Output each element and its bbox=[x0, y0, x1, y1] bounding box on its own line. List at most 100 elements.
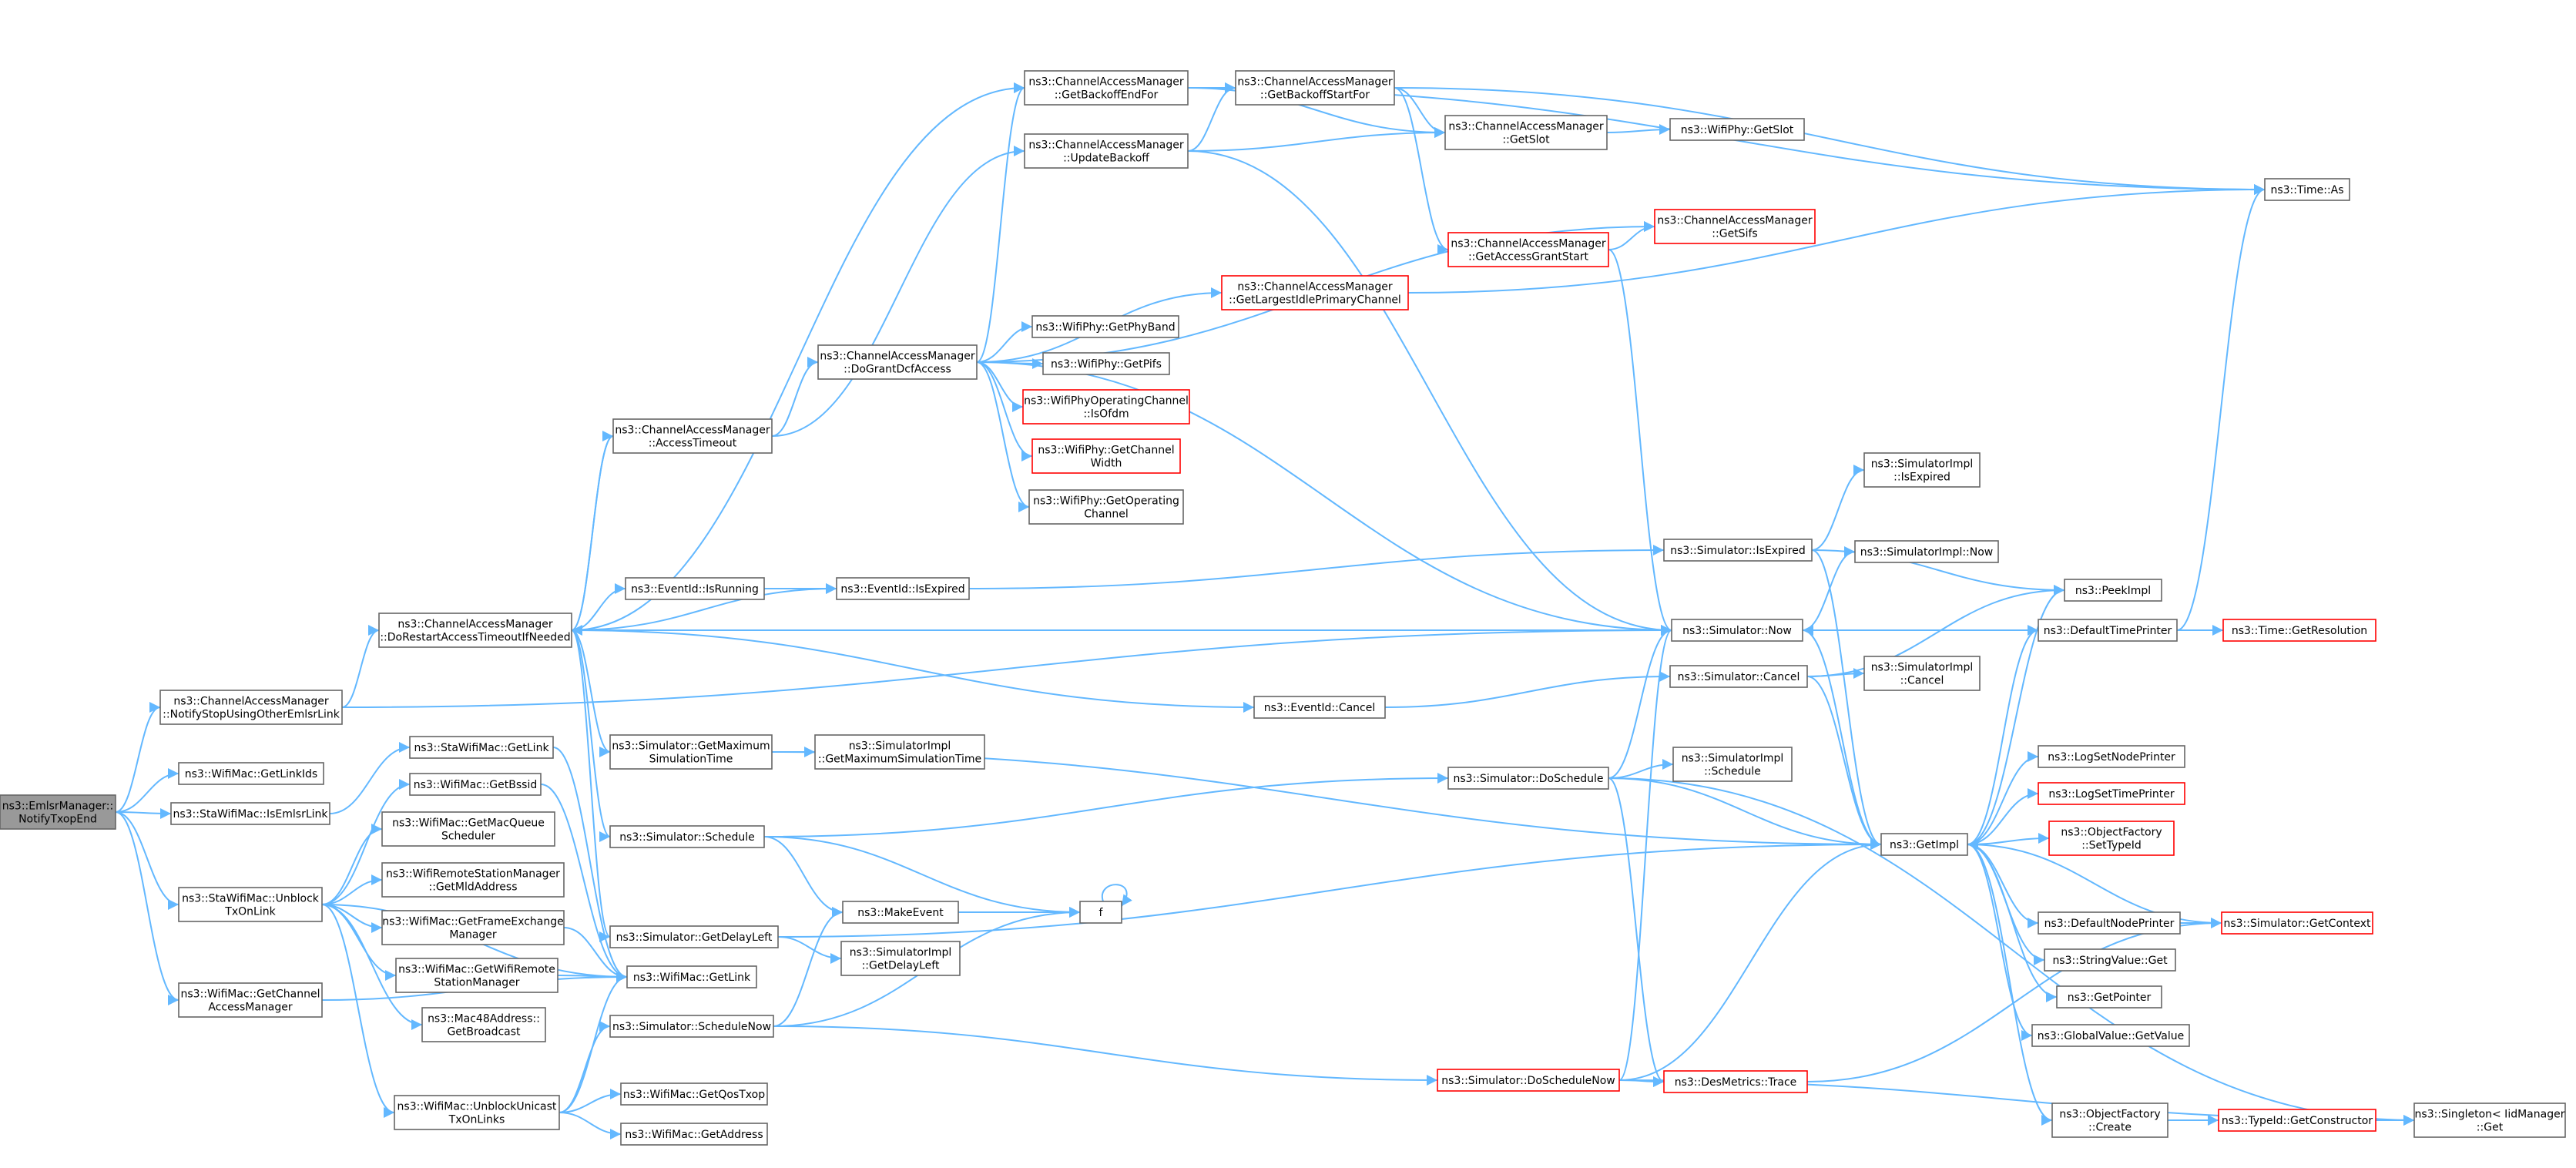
node-label-line: ns3::Simulator::Now bbox=[1682, 625, 1792, 637]
node-box bbox=[2064, 579, 2162, 602]
graph-node-getpointer[interactable]: ns3::GetPointer bbox=[2056, 985, 2162, 1009]
graph-node-getlargest[interactable]: ns3::ChannelAccessManager::GetLargestIdl… bbox=[1221, 275, 1409, 310]
graph-node-accesstimeout[interactable]: ns3::ChannelAccessManager::AccessTimeout bbox=[612, 418, 773, 454]
graph-node-getaddress[interactable]: ns3::WifiMac::GetAddress bbox=[620, 1123, 768, 1146]
node-label-line: GetBroadcast bbox=[447, 1026, 521, 1039]
call-edge bbox=[558, 1112, 622, 1139]
node-box bbox=[1235, 70, 1395, 106]
node-box bbox=[1031, 438, 1181, 474]
graph-node-now[interactable]: ns3::Simulator::Now bbox=[1671, 619, 1803, 642]
graph-node-impisexpired[interactable]: ns3::SimulatorImpl::IsExpired bbox=[1863, 452, 1981, 488]
graph-node-dorestart[interactable]: ns3::ChannelAccessManager::DoRestartAcce… bbox=[378, 613, 572, 648]
graph-node-singleton[interactable]: ns3::Singleton< IidManager::Get bbox=[2413, 1103, 2566, 1138]
graph-node-eventcancel[interactable]: ns3::EventId::Cancel bbox=[1253, 696, 1386, 719]
graph-node-doschedule[interactable]: ns3::Simulator::DoSchedule bbox=[1447, 767, 1609, 790]
graph-node-f[interactable]: f bbox=[1079, 901, 1122, 924]
graph-node-doschedulenow[interactable]: ns3::Simulator::DoScheduleNow bbox=[1437, 1069, 1620, 1092]
graph-node-stagetlink[interactable]: ns3::StaWifiMac::GetLink bbox=[409, 736, 554, 759]
call-edge bbox=[773, 907, 844, 1027]
node-label-line: ::UpdateBackoff bbox=[1063, 153, 1149, 165]
graph-node-wifiphygetslot[interactable]: ns3::WifiPhy::GetSlot bbox=[1669, 118, 1805, 141]
graph-node-impschedule[interactable]: ns3::SimulatorImpl::Schedule bbox=[1672, 747, 1793, 782]
edge-layer bbox=[115, 82, 2415, 1139]
graph-node-getdelayleft[interactable]: ns3::Simulator::GetDelayLeft bbox=[609, 925, 779, 948]
graph-node-getcontext[interactable]: ns3::Simulator::GetContext bbox=[2221, 911, 2373, 935]
graph-node-simisexpired[interactable]: ns3::Simulator::IsExpired bbox=[1663, 539, 1813, 562]
graph-node-isrunning[interactable]: ns3::EventId::IsRunning bbox=[625, 577, 765, 600]
call-edge bbox=[976, 361, 1024, 412]
node-box bbox=[1671, 619, 1803, 642]
call-edge bbox=[341, 625, 380, 708]
graph-node-getmaxsim[interactable]: ns3::Simulator::GetMaximumSimulationTime bbox=[609, 734, 773, 770]
node-label-line: ns3::Time::As bbox=[2270, 184, 2343, 196]
graph-node-getslot[interactable]: ns3::ChannelAccessManager::GetSlot bbox=[1444, 115, 1608, 150]
node-label-line: ns3::ChannelAccessManager bbox=[820, 351, 975, 363]
graph-node-getlinkids[interactable]: ns3::WifiMac::GetLinkIds bbox=[178, 762, 324, 785]
graph-node-getwifiremote[interactable]: ns3::WifiMac::GetWifiRemoteStationManage… bbox=[395, 958, 558, 993]
node-box bbox=[2051, 1103, 2168, 1138]
graph-node-defaultnode[interactable]: ns3::DefaultNodePrinter bbox=[2038, 911, 2181, 935]
node-box bbox=[2413, 1103, 2566, 1138]
node-label-line: ns3::SimulatorImpl bbox=[1871, 458, 1974, 471]
graph-node-simcancel[interactable]: ns3::Simulator::Cancel bbox=[1669, 665, 1808, 688]
graph-node-notifystop[interactable]: ns3::ChannelAccessManager::NotifyStopUsi… bbox=[159, 690, 343, 725]
graph-node-isofdm[interactable]: ns3::WifiPhyOperatingChannel::IsOfdm bbox=[1022, 389, 1190, 425]
graph-node-getphyband[interactable]: ns3::WifiPhy::GetPhyBand bbox=[1031, 315, 1179, 338]
node-label-line: ns3::WifiPhy::GetSlot bbox=[1681, 124, 1794, 136]
graph-node-impgetdelay[interactable]: ns3::SimulatorImpl::GetDelayLeft bbox=[840, 941, 961, 976]
graph-node-getmld[interactable]: ns3::WifiRemoteStationManager::GetMldAdd… bbox=[381, 862, 565, 898]
graph-node-stringget[interactable]: ns3::StringValue::Get bbox=[2044, 948, 2176, 972]
graph-node-getresolution[interactable]: ns3::Time::GetResolution bbox=[2222, 619, 2376, 642]
graph-node-impcancel[interactable]: ns3::SimulatorImpl::Cancel bbox=[1863, 656, 1981, 691]
graph-node-updatebackoff[interactable]: ns3::ChannelAccessManager::UpdateBackoff bbox=[1024, 133, 1189, 169]
graph-node-defaulttime[interactable]: ns3::DefaultTimePrinter bbox=[2038, 619, 2178, 642]
graph-node-getconstructor[interactable]: ns3::TypeId::GetConstructor bbox=[2218, 1109, 2376, 1132]
graph-node-logsettime[interactable]: ns3::LogSetTimePrinter bbox=[2038, 782, 2185, 805]
call-edge bbox=[571, 583, 837, 631]
graph-node-makeevent[interactable]: ns3::MakeEvent bbox=[842, 901, 959, 924]
graph-node-getimpl[interactable]: ns3::GetImpl bbox=[1880, 833, 1968, 856]
graph-node-getqostxop[interactable]: ns3::WifiMac::GetQosTxop bbox=[620, 1082, 768, 1106]
graph-node-wmgetlink[interactable]: ns3::WifiMac::GetLink bbox=[626, 965, 757, 988]
graph-node-destrace[interactable]: ns3::DesMetrics::Trace bbox=[1663, 1070, 1808, 1093]
call-edge bbox=[1394, 87, 2266, 195]
node-label-line: ns3::Simulator::GetDelayLeft bbox=[616, 931, 773, 944]
node-label-line: ns3::StaWifiMac::GetLink bbox=[414, 742, 549, 754]
graph-node-logsetnode[interactable]: ns3::LogSetNodePrinter bbox=[2038, 745, 2185, 768]
graph-node-timeas[interactable]: ns3::Time::As bbox=[2264, 178, 2350, 201]
graph-node-eventisexpired[interactable]: ns3::EventId::IsExpired bbox=[836, 577, 970, 600]
node-label-line: ns3::Simulator::GetMaximum bbox=[612, 740, 770, 753]
graph-node-globalget[interactable]: ns3::GlobalValue::GetValue bbox=[2031, 1024, 2190, 1047]
node-label-line: ns3::WifiMac::GetBssid bbox=[414, 779, 537, 791]
node-label-line: ns3::GetPointer bbox=[2068, 992, 2152, 1004]
graph-node-getbackoffstart[interactable]: ns3::ChannelAccessManager::GetBackoffSta… bbox=[1235, 70, 1395, 106]
graph-node-schedule[interactable]: ns3::Simulator::Schedule bbox=[609, 825, 765, 848]
graph-node-schedulenow[interactable]: ns3::Simulator::ScheduleNow bbox=[609, 1015, 774, 1038]
graph-node-ofsettypeid[interactable]: ns3::ObjectFactory::SetTypeId bbox=[2048, 821, 2175, 856]
graph-node-getsifs[interactable]: ns3::ChannelAccessManager::GetSifs bbox=[1654, 209, 1816, 244]
node-box bbox=[1079, 901, 1122, 924]
graph-node-impgetmaxsim[interactable]: ns3::SimulatorImpl::GetMaximumSimulation… bbox=[814, 734, 985, 770]
graph-node-root[interactable]: ns3::EmlsrManager::NotifyTxopEnd bbox=[0, 794, 116, 830]
graph-node-getbssid[interactable]: ns3::WifiMac::GetBssid bbox=[409, 773, 542, 796]
graph-node-isemlsr[interactable]: ns3::StaWifiMac::IsEmlsrLink bbox=[170, 802, 330, 825]
node-label-line: StationManager bbox=[434, 977, 519, 989]
graph-node-getpifs[interactable]: ns3::WifiPhy::GetPifs bbox=[1042, 352, 1170, 375]
graph-node-impnow[interactable]: ns3::SimulatorImpl::Now bbox=[1854, 540, 1999, 563]
graph-node-getaccessgrant[interactable]: ns3::ChannelAccessManager::GetAccessGran… bbox=[1447, 232, 1609, 267]
graph-node-dogrant[interactable]: ns3::ChannelAccessManager::DoGrantDcfAcc… bbox=[817, 344, 978, 380]
graph-node-getbroadcast[interactable]: ns3::Mac48Address::GetBroadcast bbox=[421, 1007, 546, 1042]
graph-node-ofcreate[interactable]: ns3::ObjectFactory::Create bbox=[2051, 1103, 2168, 1138]
call-edge bbox=[1806, 676, 1882, 850]
graph-node-getbackoffend[interactable]: ns3::ChannelAccessManager::GetBackoffEnd… bbox=[1024, 70, 1189, 106]
node-box bbox=[626, 965, 757, 988]
call-edge bbox=[1618, 839, 1882, 1081]
graph-node-peekimpl[interactable]: ns3::PeekImpl bbox=[2064, 579, 2162, 602]
